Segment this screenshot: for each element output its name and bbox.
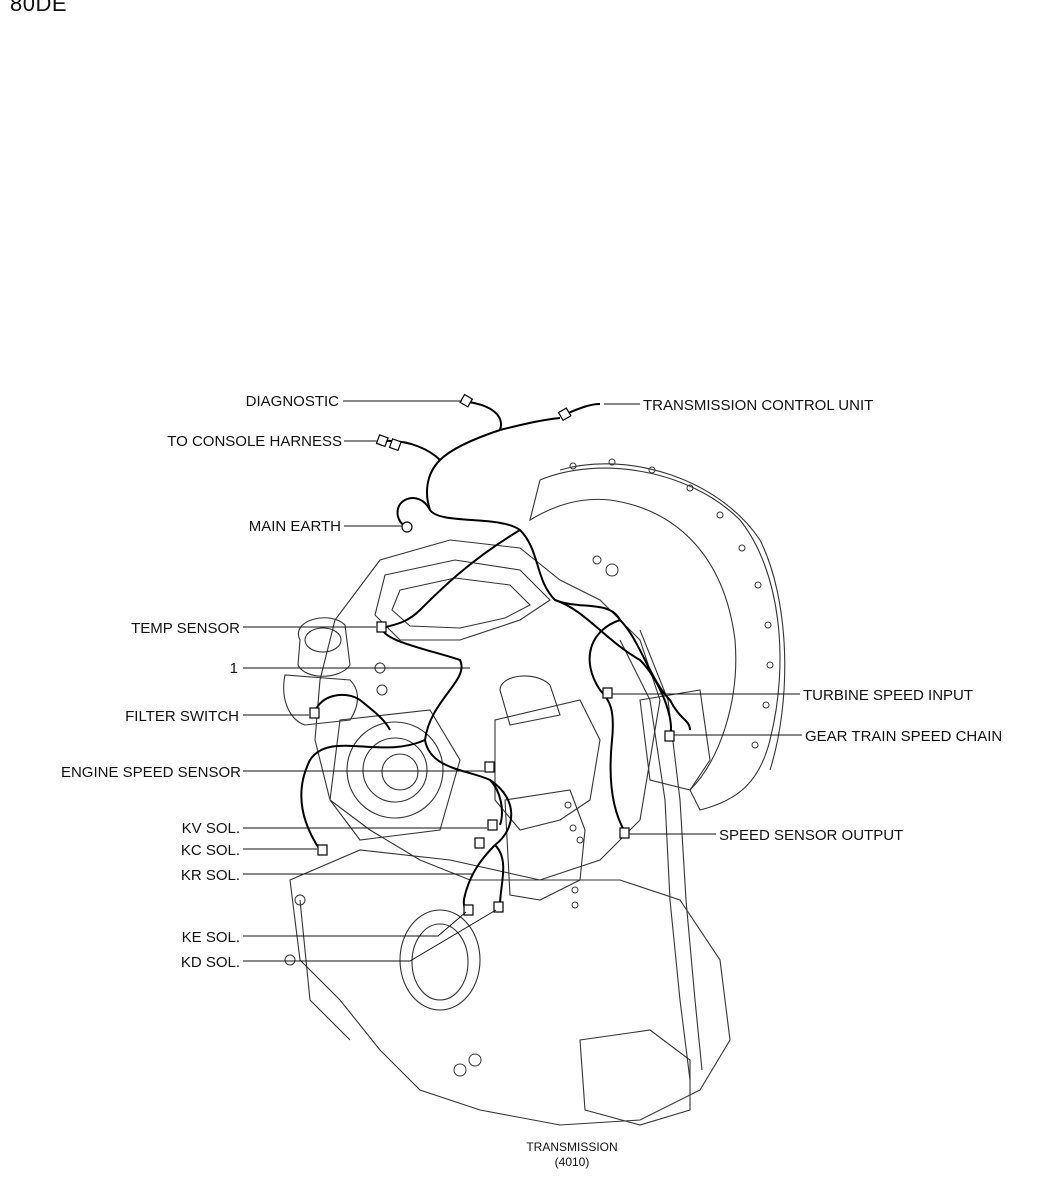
- label-gear-train-speed-chain: GEAR TRAIN SPEED CHAIN: [805, 728, 1002, 745]
- label-turbine-speed-input: TURBINE SPEED INPUT: [803, 687, 973, 704]
- label-filter-switch: FILTER SWITCH: [125, 708, 239, 725]
- lower-port: [399, 909, 481, 1011]
- figure-caption: TRANSMISSION (4010): [526, 1140, 617, 1169]
- right-bracket: [639, 689, 711, 791]
- flange-plate: [329, 709, 461, 841]
- harness-left-loop: [382, 529, 521, 826]
- left-boss: [297, 617, 351, 677]
- valve-block-upper: [499, 675, 561, 726]
- harness-trunk: [426, 417, 691, 731]
- valve-block: [494, 699, 601, 831]
- connector-kr: [474, 837, 485, 849]
- left-labels: DIAGNOSTIC TO CONSOLE HARNESS MAIN EARTH…: [61, 393, 342, 971]
- leader-ke: [243, 911, 467, 937]
- solenoid-stack: [504, 789, 586, 901]
- connectors: [309, 393, 675, 916]
- harness-right-2: [554, 599, 672, 736]
- rear-rail-2: [639, 629, 703, 1071]
- central-flange-inner: [362, 737, 428, 803]
- connector-kv: [487, 819, 498, 831]
- bell-housing-rim: [559, 463, 786, 771]
- label-kr-sol: KR SOL.: [181, 867, 240, 884]
- valve-block-bolts: [564, 801, 584, 909]
- label-temp-sensor: TEMP SENSOR: [131, 620, 240, 637]
- label-speed-sensor-output: SPEED SENSOR OUTPUT: [719, 827, 903, 844]
- central-flange-hub: [381, 753, 419, 791]
- label-engine-speed-sensor: ENGINE SPEED SENSOR: [61, 764, 241, 781]
- connector-turbine: [602, 687, 613, 699]
- harness-solenoids: [462, 779, 513, 913]
- connector-output: [619, 827, 630, 839]
- harness-diagnostic: [467, 401, 502, 431]
- rear-rail: [619, 639, 691, 1081]
- central-flange: [346, 721, 444, 819]
- label-kc-sol: KC SOL.: [181, 842, 240, 859]
- lower-port-inner: [411, 923, 469, 1001]
- connector-kc: [317, 844, 328, 856]
- right-foot: [579, 1029, 691, 1126]
- connector-ke: [463, 904, 474, 916]
- harness-lower-left: [300, 739, 426, 851]
- label-kv-sol: KV SOL.: [182, 820, 240, 837]
- harness-tcu: [565, 403, 601, 415]
- caption-line-1: TRANSMISSION: [526, 1140, 617, 1154]
- valve-cover-inner: [391, 577, 531, 629]
- lower-case-rib: [299, 899, 351, 1041]
- connector-console-2: [388, 438, 402, 452]
- label-to-console-harness: TO CONSOLE HARNESS: [167, 433, 342, 450]
- caption-line-2: (4010): [555, 1155, 590, 1169]
- connector-filter: [309, 707, 320, 719]
- right-labels: TRANSMISSION CONTROL UNIT TURBINE SPEED …: [643, 397, 1002, 844]
- bell-housing: [529, 467, 781, 811]
- connector-earth: [401, 521, 413, 533]
- label-main-earth: MAIN EARTH: [249, 518, 341, 535]
- connector-engine-speed: [484, 761, 495, 773]
- harness-right: [588, 619, 626, 833]
- harness-console: [384, 439, 441, 461]
- connector-console-1: [375, 434, 389, 448]
- label-item-1: 1: [230, 660, 238, 677]
- label-ke-sol: KE SOL.: [182, 929, 240, 946]
- bell-housing-bolts: [569, 458, 774, 749]
- leader-kd: [243, 909, 497, 962]
- connector-gear-train: [664, 730, 675, 742]
- wiring-harness: [300, 401, 691, 913]
- connector-tcu: [557, 407, 572, 422]
- upper-housing: [314, 539, 661, 881]
- connector-kd: [493, 901, 504, 913]
- connector-diagnostic: [459, 393, 474, 408]
- connector-temp: [376, 621, 387, 633]
- label-transmission-control-unit: TRANSMISSION CONTROL UNIT: [643, 397, 873, 414]
- label-kd-sol: KD SOL.: [181, 954, 240, 971]
- filter-housing: [283, 674, 359, 726]
- lower-bolts: [284, 555, 619, 1077]
- left-boss-cap: [304, 627, 342, 653]
- harness-filter: [314, 693, 391, 731]
- harness-earth: [396, 497, 431, 527]
- lower-case: [289, 849, 731, 1126]
- label-diagnostic: DIAGNOSTIC: [246, 393, 340, 410]
- page-title: 80DE: [10, 0, 68, 16]
- leader-lines: [243, 400, 802, 962]
- transmission-body: [283, 458, 786, 1126]
